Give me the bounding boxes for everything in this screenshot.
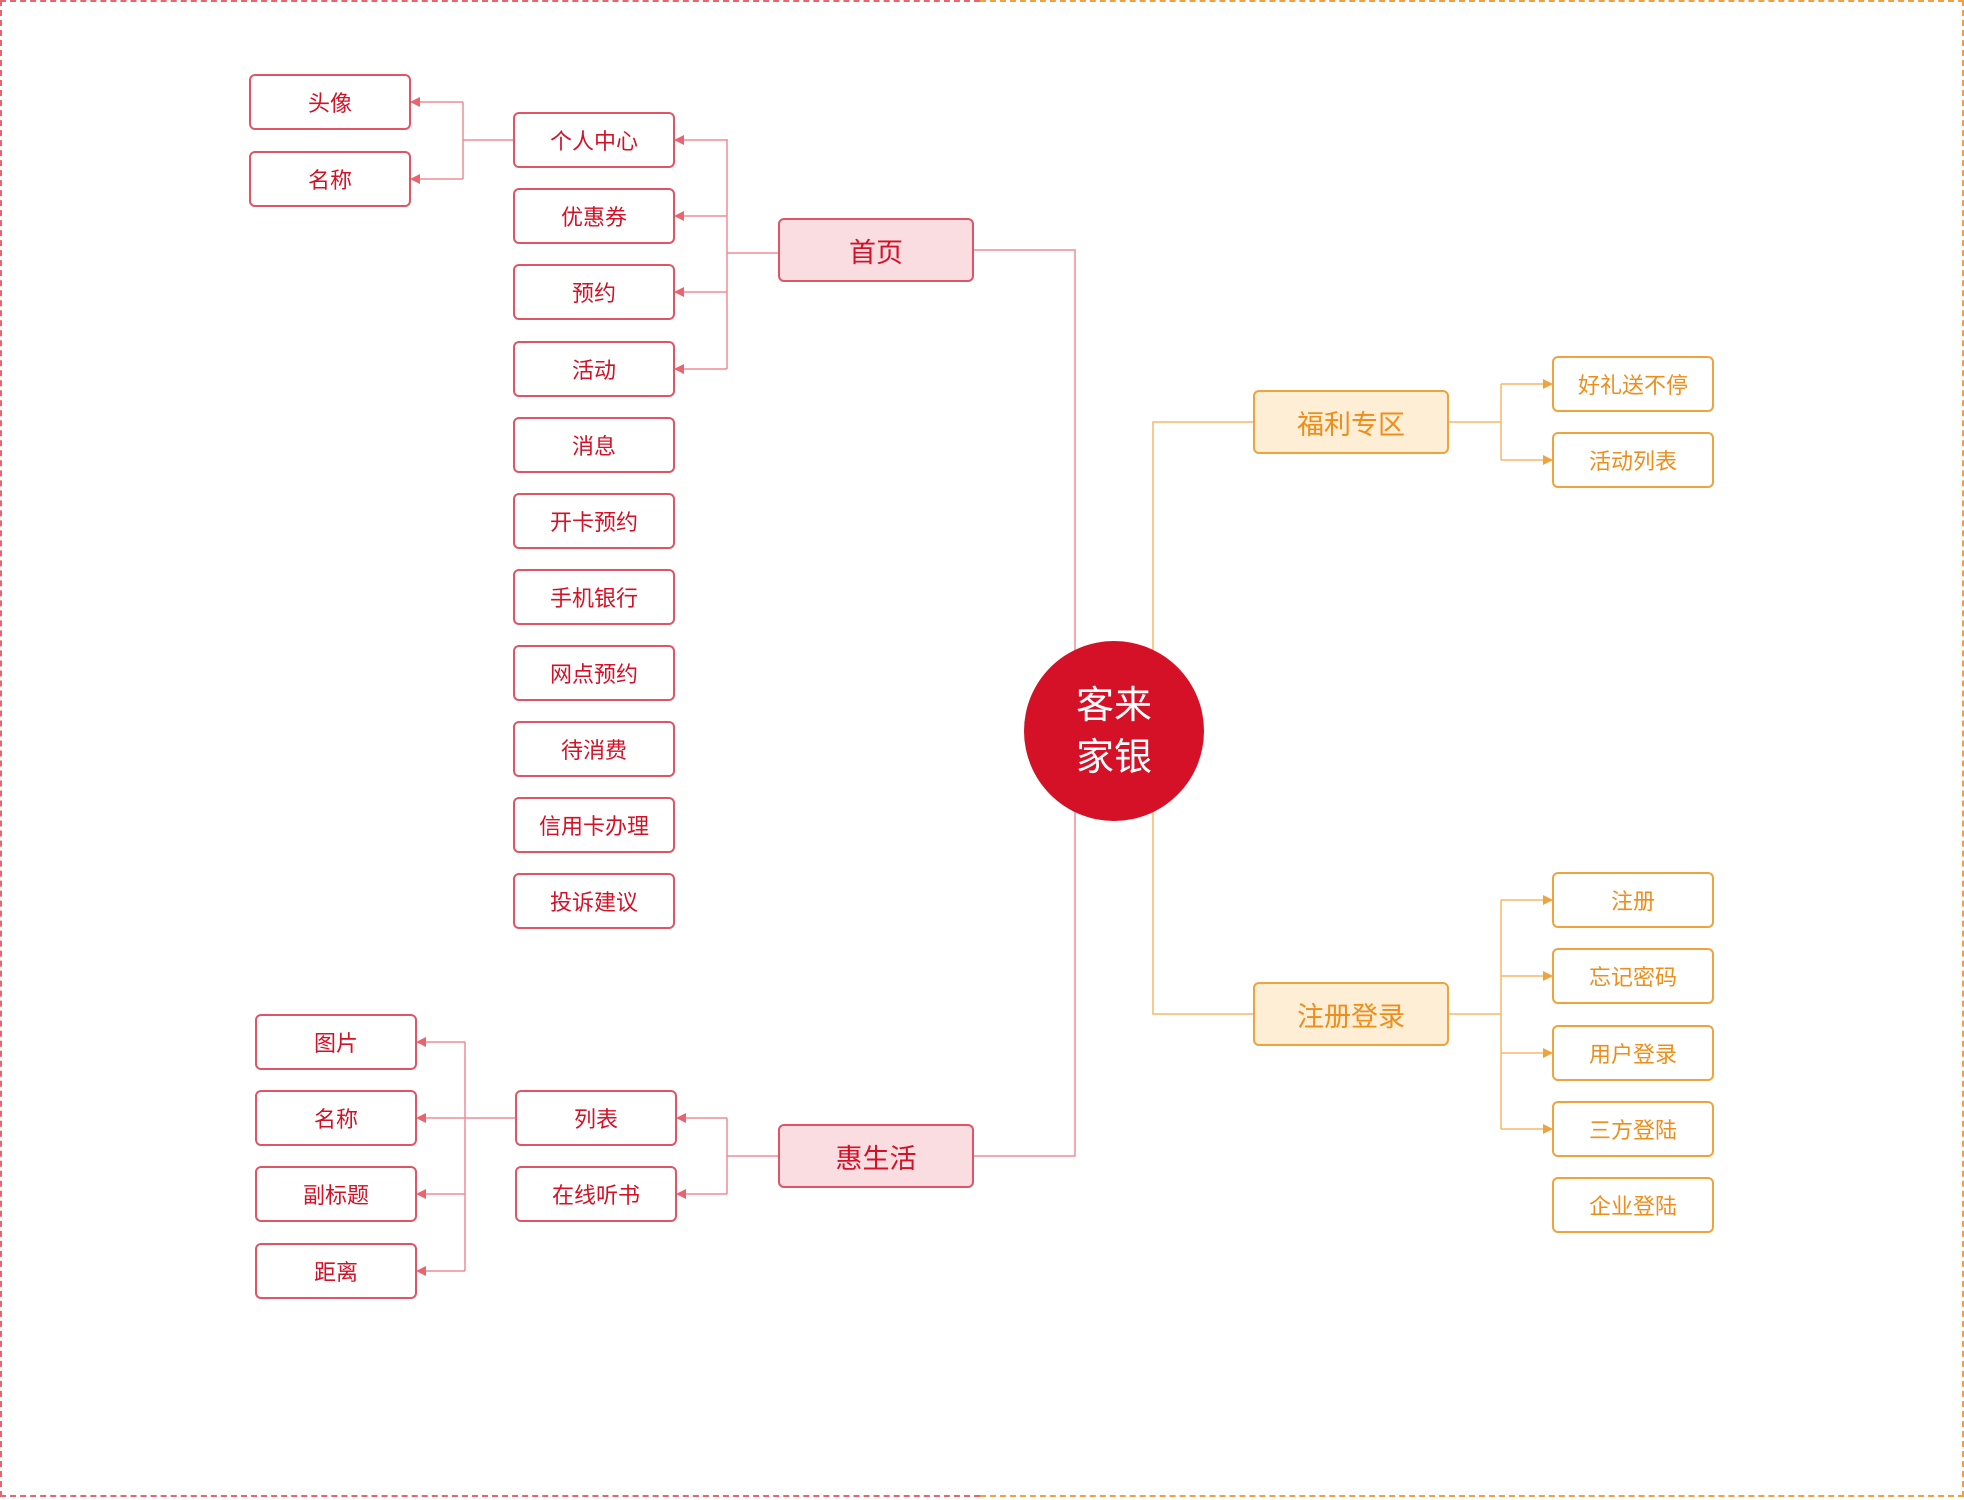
home-item-booking: 预约 bbox=[513, 264, 675, 320]
life-item-audiobook: 在线听书 bbox=[515, 1166, 677, 1222]
category-welfare: 福利专区 bbox=[1253, 390, 1449, 454]
center-label-line2: 家银 bbox=[1075, 735, 1152, 779]
home-item-mobile-banking: 手机银行 bbox=[513, 569, 675, 625]
home-item-credit-card: 信用卡办理 bbox=[513, 797, 675, 853]
list-child-image: 图片 bbox=[255, 1014, 417, 1070]
link-personal-trunk bbox=[462, 102, 513, 179]
account-item-thirdparty-login: 三方登陆 bbox=[1552, 1101, 1714, 1157]
home-item-branch-booking: 网点预约 bbox=[513, 645, 675, 701]
link-list-trunk bbox=[464, 1042, 515, 1271]
category-home: 首页 bbox=[778, 218, 974, 282]
link-account-trunk bbox=[1449, 900, 1502, 1129]
account-item-user-login: 用户登录 bbox=[1552, 1025, 1714, 1081]
welfare-item-activity-list: 活动列表 bbox=[1552, 432, 1714, 488]
account-item-enterprise-login: 企业登陆 bbox=[1552, 1177, 1714, 1233]
account-item-forgot-password: 忘记密码 bbox=[1552, 948, 1714, 1004]
link-life-trunk bbox=[726, 1118, 778, 1194]
life-item-list: 列表 bbox=[515, 1090, 677, 1146]
list-child-name: 名称 bbox=[255, 1090, 417, 1146]
home-item-complaints: 投诉建议 bbox=[513, 873, 675, 929]
category-account: 注册登录 bbox=[1253, 982, 1449, 1046]
center-node: 客来 家银 bbox=[1024, 641, 1204, 821]
personal-center-avatar: 头像 bbox=[249, 74, 411, 130]
personal-center-name: 名称 bbox=[249, 151, 411, 207]
welfare-item-gift: 好礼送不停 bbox=[1552, 356, 1714, 412]
home-item-activity: 活动 bbox=[513, 341, 675, 397]
list-child-distance: 距离 bbox=[255, 1243, 417, 1299]
home-item-personal-center: 个人中心 bbox=[513, 112, 675, 168]
home-item-messages: 消息 bbox=[513, 417, 675, 473]
list-child-subtitle: 副标题 bbox=[255, 1166, 417, 1222]
link-welfare-trunk bbox=[1449, 384, 1502, 460]
frame-border-right bbox=[980, 0, 1964, 1497]
center-label-line1: 客来 bbox=[1075, 683, 1152, 727]
category-life: 惠生活 bbox=[778, 1124, 974, 1188]
link-home-trunk bbox=[726, 139, 778, 369]
home-item-pending-spend: 待消费 bbox=[513, 721, 675, 777]
home-item-card-booking: 开卡预约 bbox=[513, 493, 675, 549]
home-item-coupon: 优惠券 bbox=[513, 188, 675, 244]
frame-border-left bbox=[0, 0, 980, 1497]
account-item-register: 注册 bbox=[1552, 872, 1714, 928]
